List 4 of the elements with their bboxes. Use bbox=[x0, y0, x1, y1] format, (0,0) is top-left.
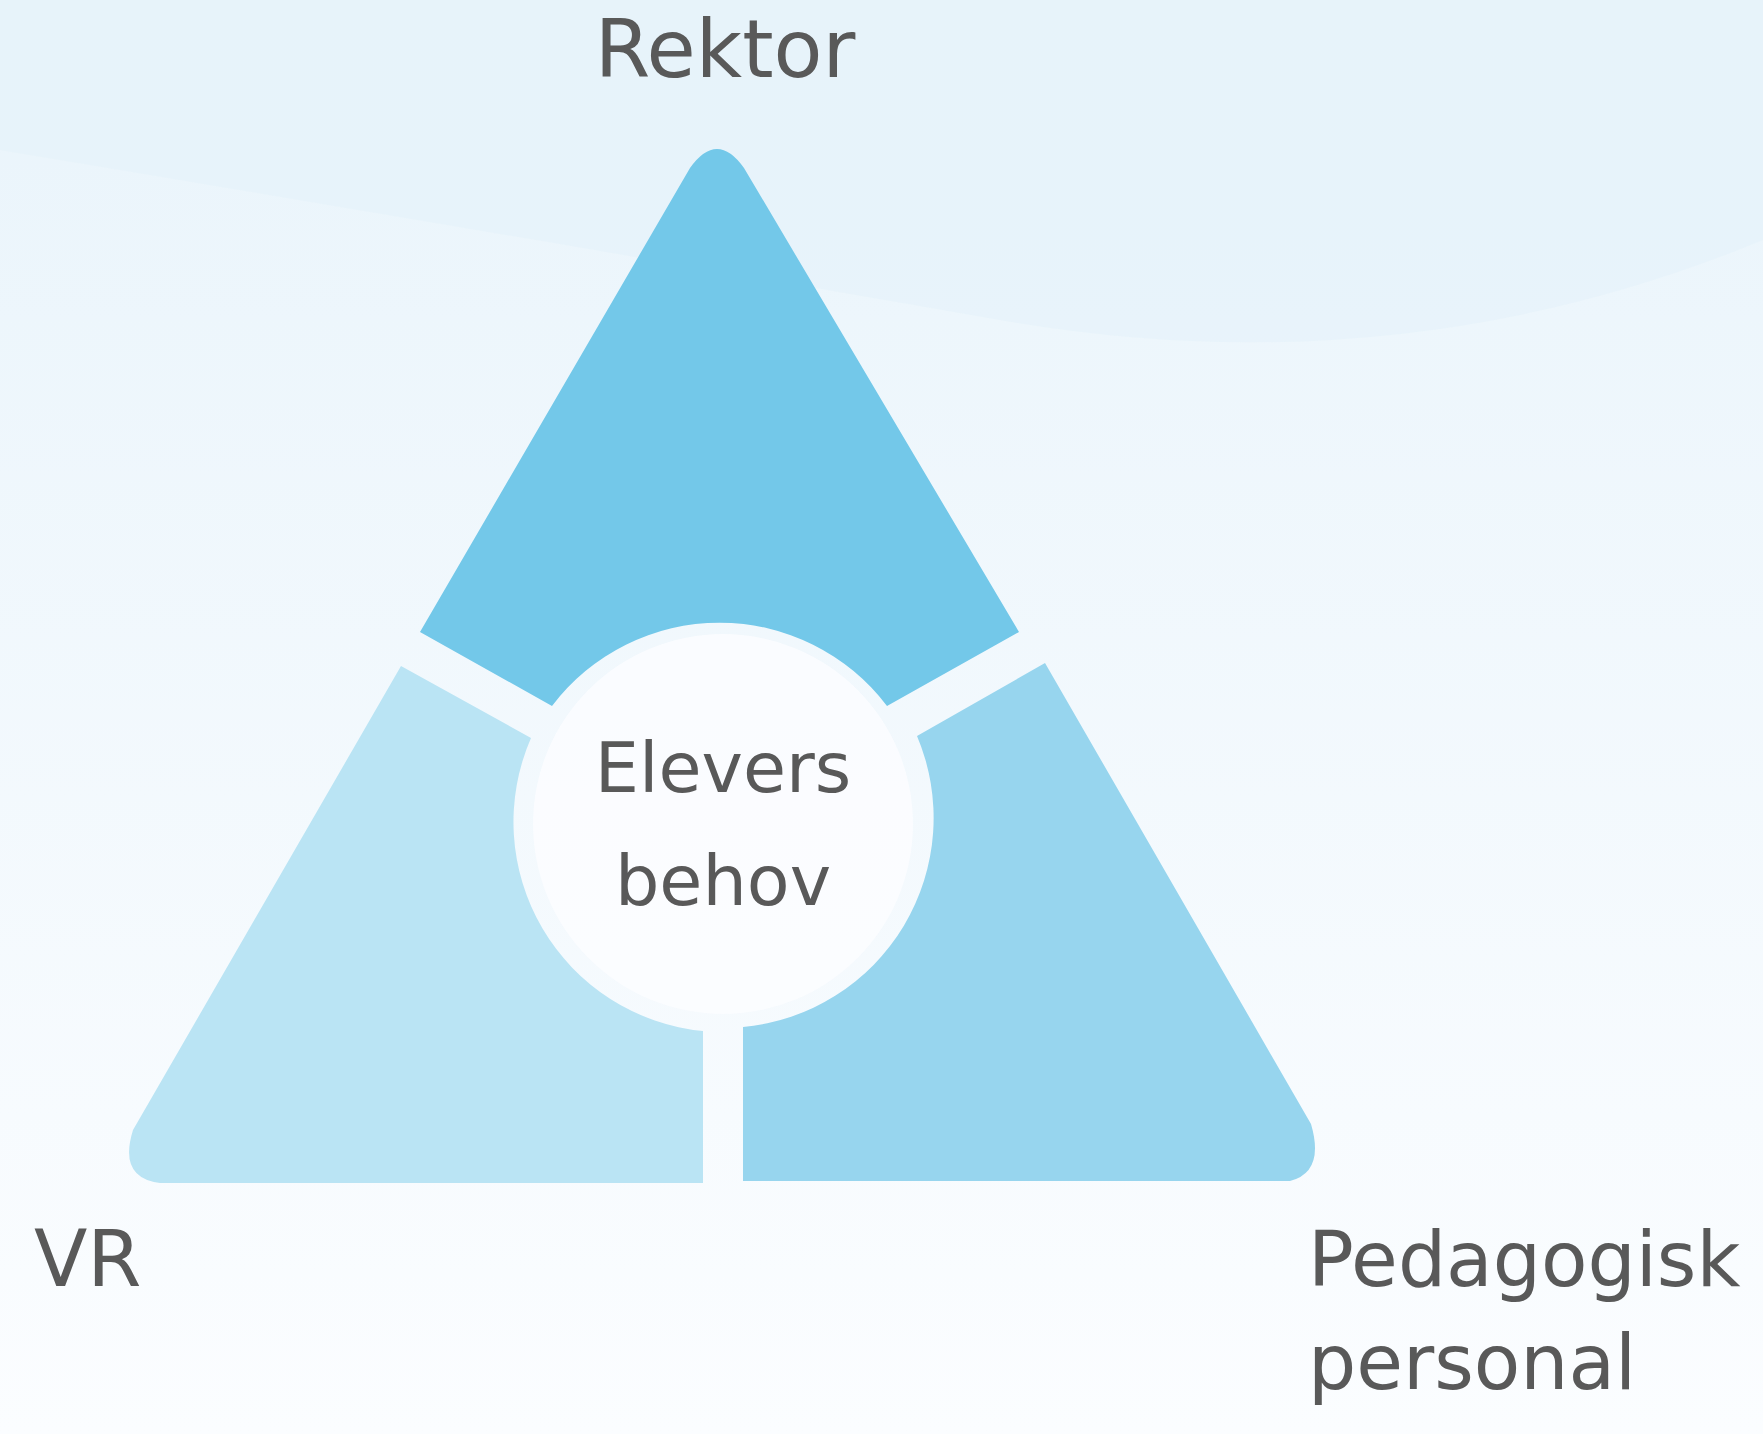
node-label: Pedagogisk personal bbox=[1308, 1214, 1742, 1410]
node-label: Elevers behov bbox=[593, 726, 853, 925]
node-label: VR bbox=[34, 1213, 143, 1306]
node-label: Rektor bbox=[593, 2, 857, 98]
